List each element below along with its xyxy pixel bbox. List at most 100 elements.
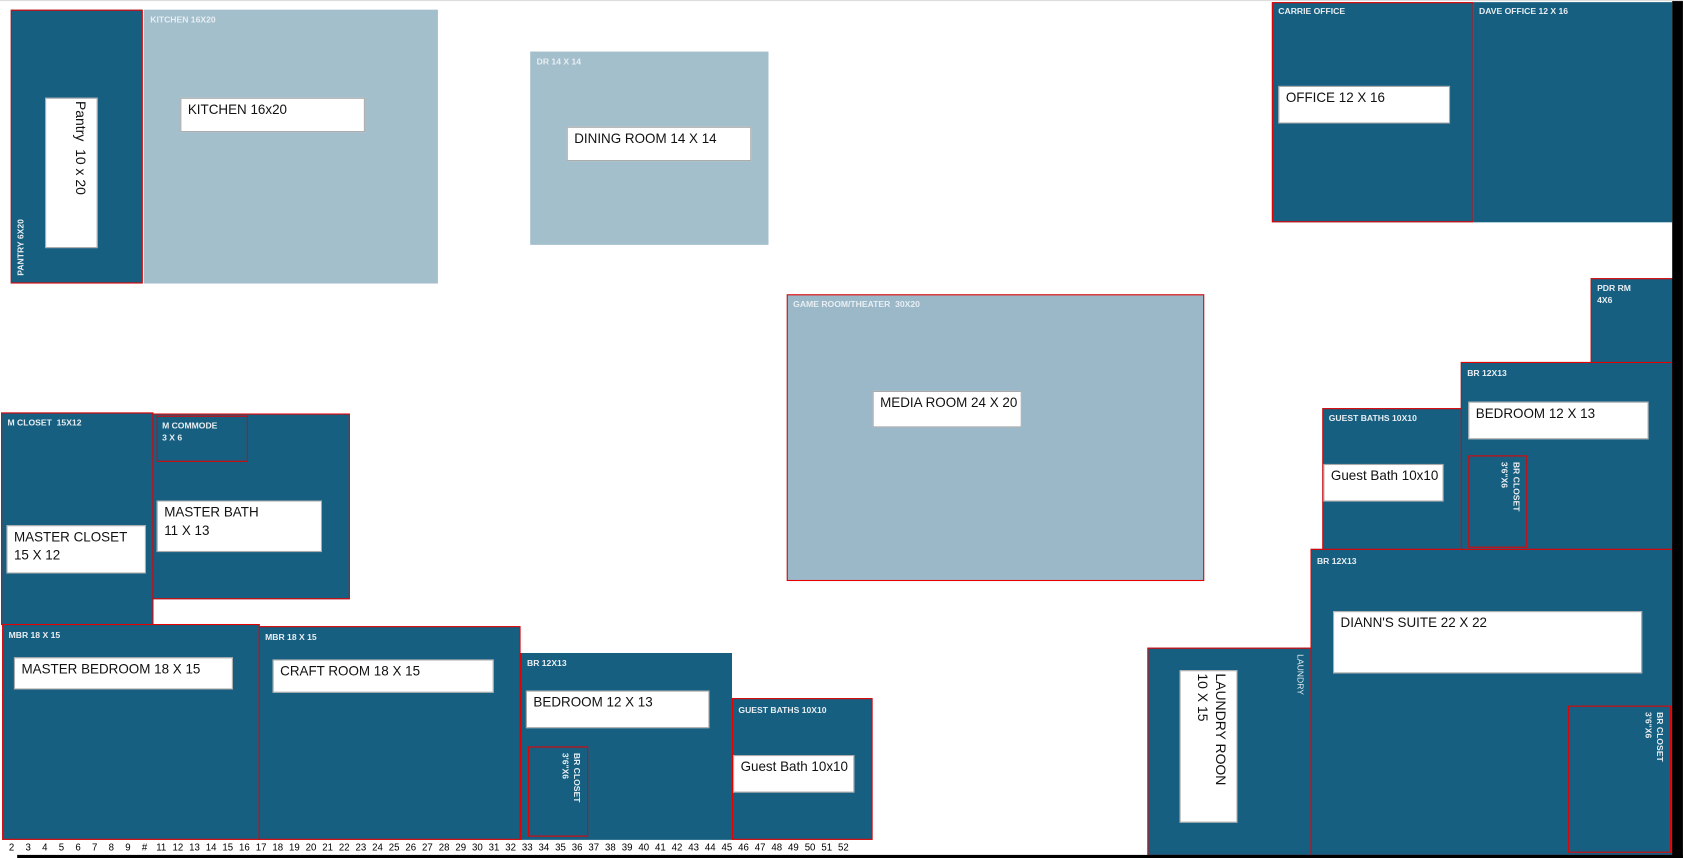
room-dianns-suite[interactable]: BR 12X13 DIANN'S SUITE 22 X 22 BR CLOSET… (1310, 548, 1674, 856)
room-textbox[interactable]: MASTER BEDROOM 18 X 15 (13, 657, 233, 690)
column-number: 25 (388, 842, 400, 853)
column-number: 27 (422, 842, 433, 853)
room-kitchen[interactable]: KITCHEN 16X20 KITCHEN 16x20 (143, 9, 438, 284)
column-number: 12 (172, 842, 184, 853)
closet[interactable]: BR CLOSET 3'6"X6 (1568, 705, 1672, 853)
column-number: 30 (471, 842, 483, 853)
column-number: 37 (588, 842, 600, 853)
room-label: CARRIE OFFICE (1278, 6, 1346, 17)
column-number: 15 (222, 842, 234, 853)
column-number: 14 (205, 842, 217, 853)
room-dining[interactable]: DR 14 X 14 DINING ROOM 14 X 14 (530, 51, 769, 245)
column-number: 31 (488, 842, 500, 853)
column-number: 18 (272, 842, 284, 853)
column-number: 38 (605, 842, 616, 853)
room-textbox[interactable]: LAUNDRY ROON 10 X 15 (1179, 670, 1238, 823)
column-number: 22 (338, 842, 350, 853)
column-number: 45 (721, 842, 733, 853)
room-craft-room[interactable]: MBR 18 X 15 CRAFT ROOM 18 X 15 (258, 626, 521, 840)
closet[interactable]: BR CLOSET 3'6"X6 (528, 746, 589, 837)
room-textbox[interactable]: CRAFT ROOM 18 X 15 (272, 659, 494, 693)
column-number: 46 (738, 842, 749, 853)
column-number: 48 (771, 842, 783, 853)
room-label: PDR RM 4X6 (1597, 283, 1631, 306)
room-textbox[interactable]: BEDROOM 12 X 13 (525, 690, 710, 729)
room-label: M CLOSET 15X12 (7, 417, 82, 428)
column-number: 8 (108, 842, 115, 853)
room-label: BR 12X13 (526, 658, 567, 669)
room-textbox[interactable]: Pantry 10 x 20 (45, 97, 98, 249)
room-label: BR 12X13 (1316, 556, 1357, 566)
room-dave-office[interactable]: DAVE OFFICE 12 X 16 (1473, 2, 1673, 223)
column-number: 40 (638, 842, 650, 853)
bottom-edge-bar (17, 854, 1683, 858)
room-textbox[interactable]: MASTER CLOSET 15 X 12 (6, 525, 146, 574)
column-number: 26 (405, 842, 417, 853)
column-number: 24 (372, 842, 383, 853)
room-master-closet[interactable]: M CLOSET 15X12 MASTER CLOSET 15 X 12 (1, 412, 154, 626)
room-label: MBR 18 X 15 (265, 632, 317, 643)
room-label: DAVE OFFICE 12 X 16 (1479, 6, 1569, 17)
column-number: 50 (804, 842, 816, 853)
room-laundry[interactable]: LAUNDRY LAUNDRY ROON 10 X 15 (1147, 647, 1312, 856)
column-number: 29 (455, 842, 467, 853)
column-number: 47 (754, 842, 766, 853)
room-guest-bath-bottom[interactable]: GUEST BATHS 10X10 Guest Bath 10x10 (731, 698, 873, 840)
closet-label: BR CLOSET 3'6"X6 (560, 752, 582, 803)
column-number: 34 (538, 842, 550, 853)
room-label: GAME ROOM/THEATER 30X20 (793, 299, 920, 310)
room-label: KITCHEN 16X20 (150, 15, 216, 25)
column-number: 23 (355, 842, 367, 853)
column-number: 2 (8, 842, 15, 853)
room-textbox[interactable]: MEDIA ROOM 24 X 20 (872, 390, 1022, 428)
column-number: 44 (704, 842, 716, 853)
column-number: 7 (92, 842, 98, 853)
column-number: 11 (156, 842, 167, 853)
right-edge-bar (1672, 1, 1683, 858)
room-powder[interactable]: PDR RM 4X6 (1590, 278, 1675, 365)
room-textbox[interactable]: KITCHEN 16x20 (180, 97, 365, 133)
room-bedroom-right[interactable]: BR 12X13 BEDROOM 12 X 13 BR CLOSET 3'6"X… (1460, 361, 1674, 550)
room-carrie-office[interactable]: CARRIE OFFICE OFFICE 12 X 16 (1271, 2, 1474, 223)
room-label: MBR 18 X 15 (8, 630, 61, 641)
column-number: 35 (555, 842, 566, 853)
room-guest-bath-right[interactable]: GUEST BATHS 10X10 Guest Bath 10x10 (1322, 408, 1462, 550)
room-textbox[interactable]: OFFICE 12 X 16 (1278, 85, 1451, 124)
column-number: 52 (837, 842, 849, 853)
column-number: 19 (288, 842, 300, 853)
closet-label: BR CLOSET 3'6"X6 (1499, 461, 1521, 512)
column-number: 43 (688, 842, 699, 853)
room-textbox[interactable]: BEDROOM 12 X 13 (1468, 401, 1649, 440)
column-number: 6 (75, 842, 81, 853)
room-textbox[interactable]: DINING ROOM 14 X 14 (566, 126, 752, 162)
column-number: 33 (521, 842, 533, 853)
room-label: GUEST BATHS 10X10 (738, 705, 827, 716)
room-textbox[interactable]: Guest Bath 10x10 (1323, 463, 1444, 502)
room-textbox[interactable]: Guest Bath 10x10 (733, 755, 855, 793)
column-number: 21 (322, 842, 333, 853)
room-textbox[interactable]: MASTER BATH 11 X 13 (156, 500, 322, 553)
room-label: PANTRY 6X20 (16, 219, 26, 277)
room-bedroom-bottom[interactable]: BR 12X13 BEDROOM 12 X 13 BR CLOSET 3'6"X… (520, 652, 732, 840)
column-number: # (141, 842, 148, 853)
column-number: 39 (621, 842, 633, 853)
column-number: 32 (505, 842, 516, 853)
commode[interactable]: M COMMODE 3 X 6 (156, 415, 248, 462)
column-number: 3 (25, 842, 31, 853)
column-number: 42 (671, 842, 683, 853)
closet-label: BR CLOSET 3'6"X6 (1643, 712, 1665, 762)
column-number: 41 (654, 842, 666, 853)
room-textbox[interactable]: DIANN'S SUITE 22 X 22 (1333, 611, 1643, 674)
room-pantry[interactable]: PANTRY 6X20 Pantry 10 x 20 (10, 9, 143, 284)
room-label: BR 12X13 (1467, 368, 1507, 379)
column-number: 17 (255, 842, 267, 853)
closet[interactable]: BR CLOSET 3'6"X6 (1468, 455, 1528, 548)
room-master-bath[interactable]: M COMMODE 3 X 6 MASTER BATH 11 X 13 (152, 413, 350, 600)
column-number: 36 (571, 842, 583, 853)
room-game-theater[interactable]: GAME ROOM/THEATER 30X20 MEDIA ROOM 24 X … (786, 294, 1205, 582)
room-label: LAUNDRY (1295, 654, 1306, 695)
column-number: 5 (58, 842, 65, 853)
room-master-bedroom[interactable]: MBR 18 X 15 MASTER BEDROOM 18 X 15 (2, 623, 260, 840)
